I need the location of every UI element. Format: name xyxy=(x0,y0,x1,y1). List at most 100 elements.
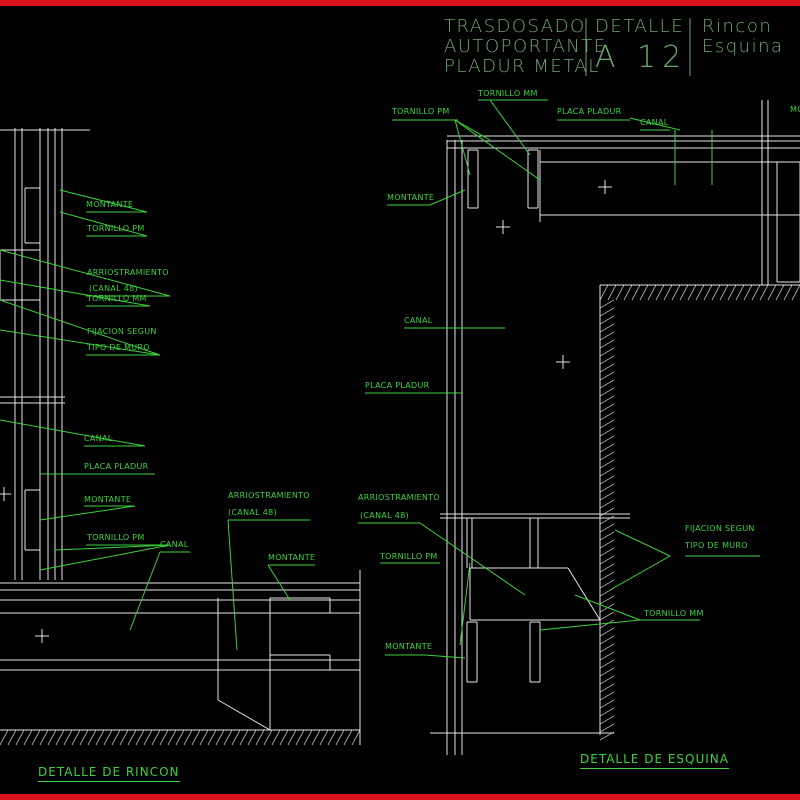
wall-hatch xyxy=(599,307,615,317)
wall-hatch xyxy=(39,729,49,746)
wall-hatch xyxy=(79,729,89,746)
label-tornillo-mm: TORNILLO MM xyxy=(478,89,538,98)
wall-hatch xyxy=(7,729,17,746)
wall-hatch xyxy=(599,459,615,469)
wall-hatch xyxy=(599,707,615,717)
wall-hatch xyxy=(207,729,217,746)
wall-hatch xyxy=(599,499,615,509)
wall-hatch xyxy=(711,284,721,301)
detail-code: A 12 xyxy=(595,40,688,75)
wall-hatch xyxy=(599,467,615,477)
wall-hatch xyxy=(599,571,615,581)
caption-detalle-de-esquina: DETALLE DE ESQUINA xyxy=(580,752,729,769)
wall-hatch xyxy=(735,284,745,301)
leader-line xyxy=(39,505,136,521)
wall-hatch xyxy=(599,411,615,421)
wall-hatch xyxy=(703,284,713,301)
wall-hatch xyxy=(263,729,273,746)
label-arriostramiento: ARRIOSTRAMIENTO xyxy=(228,491,310,500)
wall-hatch xyxy=(599,579,615,589)
label-arriostramiento: ARRIOSTRAMIENTO xyxy=(358,493,440,502)
label-placa-pladur: PLACA PLADUR xyxy=(84,462,149,471)
wall-hatch xyxy=(599,515,615,525)
wall-hatch xyxy=(151,729,161,746)
label-arriostramiento: ARRIOSTRAMIENTO xyxy=(87,268,169,277)
wall-hatch xyxy=(663,284,673,301)
wall-hatch xyxy=(255,729,265,746)
wall-hatch xyxy=(143,729,153,746)
wall-hatch xyxy=(239,729,249,746)
label-canal: CANAL xyxy=(640,118,669,127)
wall-hatch xyxy=(599,339,615,349)
arriostramiento-profile xyxy=(567,567,601,621)
wall-hatch xyxy=(183,729,193,746)
wall-hatch xyxy=(775,284,785,301)
leader-line xyxy=(0,299,161,356)
wall-hatch xyxy=(599,427,615,437)
wall-hatch xyxy=(351,729,361,746)
wall-hatch xyxy=(599,395,615,405)
wall-hatch xyxy=(175,729,185,746)
wall-hatch xyxy=(311,729,321,746)
leader-line xyxy=(574,594,641,621)
wall-hatch xyxy=(783,284,793,301)
leader-line xyxy=(489,99,531,156)
wall-hatch xyxy=(599,315,615,325)
wall-hatch xyxy=(599,603,615,613)
wall-hatch xyxy=(103,729,113,746)
wall-hatch xyxy=(599,699,615,709)
wall-hatch xyxy=(287,729,297,746)
leader-line xyxy=(614,529,671,557)
wall-hatch xyxy=(111,729,121,746)
label-tornillo-pm: TORNILLO PM xyxy=(380,552,438,561)
wall-hatch xyxy=(599,507,615,517)
label-placa-pladur: PLACA PLADUR xyxy=(557,107,622,116)
wall-hatch xyxy=(599,443,615,453)
label-canal: CANAL xyxy=(404,316,433,325)
wall-hatch xyxy=(655,284,665,301)
label-canal: CANAL xyxy=(160,540,189,549)
leader-line xyxy=(39,544,171,571)
wall-hatch xyxy=(135,729,145,746)
wall-hatch xyxy=(127,729,137,746)
wall-hatch xyxy=(599,435,615,445)
wall-hatch xyxy=(759,284,769,301)
wall-hatch xyxy=(599,531,615,541)
label-canal-48: (CANAL 48) xyxy=(89,284,138,293)
wall-hatch xyxy=(767,284,777,301)
label-montante: MONTANTE xyxy=(86,200,134,209)
wall-hatch xyxy=(679,284,689,301)
wall-hatch xyxy=(215,729,225,746)
leader-line xyxy=(454,119,491,141)
wall-hatch xyxy=(743,284,753,301)
caption-detalle-de-rincon: DETALLE DE RINCON xyxy=(38,765,180,782)
wall-hatch xyxy=(303,729,313,746)
wall-hatch xyxy=(231,729,241,746)
wall-hatch xyxy=(599,715,615,725)
wall-hatch xyxy=(599,355,615,365)
wall-hatch xyxy=(687,284,697,301)
wall-hatch xyxy=(647,284,657,301)
wall-hatch xyxy=(87,729,97,746)
wall-hatch xyxy=(791,284,800,301)
label-tornillo-pm: TORNILLO PM xyxy=(87,224,145,233)
wall-hatch xyxy=(727,284,737,301)
wall-hatch xyxy=(599,539,615,549)
leader-line xyxy=(0,249,171,297)
leader-line xyxy=(54,544,171,551)
wall-hatch xyxy=(599,547,615,557)
wall-hatch xyxy=(271,729,281,746)
detail-type-2: Esquina xyxy=(702,36,784,57)
title-line-1: TRASDOSADO xyxy=(444,16,586,37)
wall-hatch xyxy=(599,635,615,645)
wall-hatch xyxy=(599,651,615,661)
leader-line xyxy=(424,654,466,659)
leader-line xyxy=(419,522,526,596)
wall-hatch xyxy=(599,331,615,341)
title-line-3: PLADUR METAL xyxy=(444,56,600,77)
wall-hatch xyxy=(119,729,129,746)
leader-line xyxy=(267,564,291,601)
leader-line xyxy=(629,117,681,131)
wall-hatch xyxy=(695,284,705,301)
